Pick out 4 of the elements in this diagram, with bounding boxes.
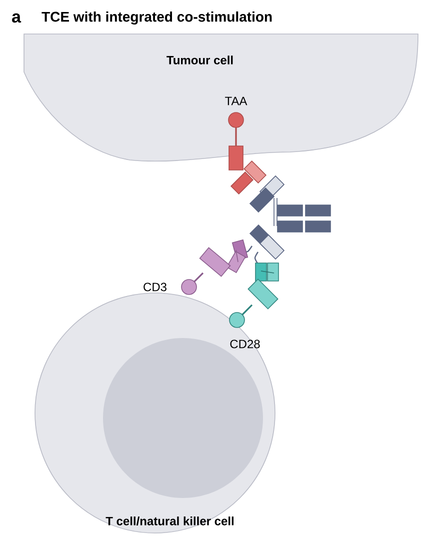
panel-letter: a: [12, 13, 22, 23]
receptor-label: TAA: [225, 96, 248, 106]
receptor-label: CD28: [230, 340, 260, 348]
title: TCE with integrated co-stimulation: [42, 11, 272, 25]
